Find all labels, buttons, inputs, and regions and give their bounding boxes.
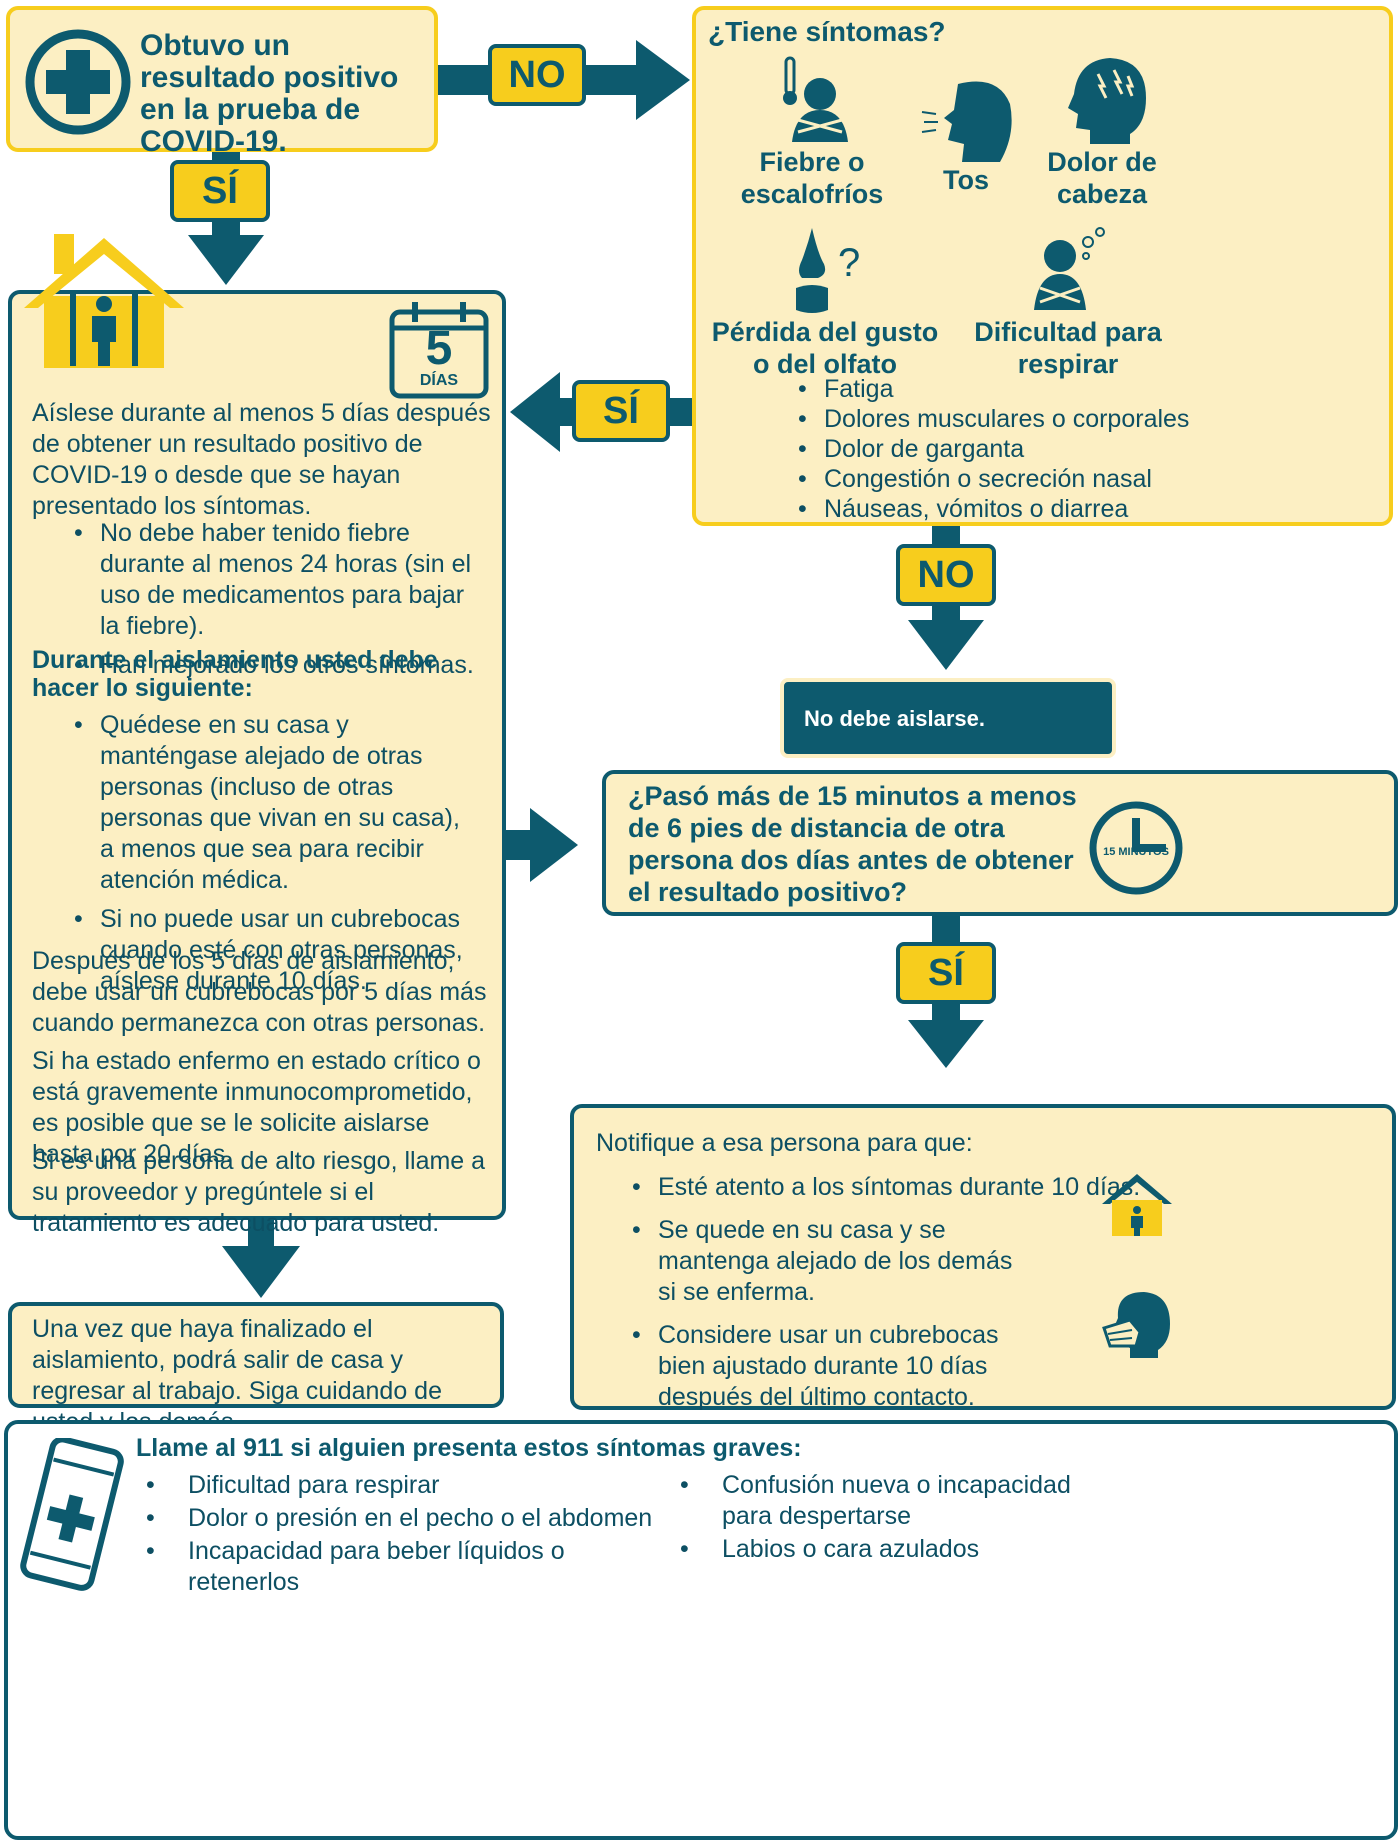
isolation-conditions: No debe haber tenido fiebre durante al m… <box>68 518 478 681</box>
list-item: Si no puede usar un cubrebocas cuando es… <box>68 904 478 997</box>
house-isolation-icon <box>24 234 184 368</box>
medical-cross-icon <box>25 29 131 135</box>
mask-icon <box>1102 1292 1170 1358</box>
breathing-icon <box>1034 227 1105 310</box>
emergency-title: Llame al 911 si alguien presenta estos s… <box>136 1434 802 1462</box>
label-no-top: NO <box>488 44 586 106</box>
end-box: Una vez que haya finalizado el aislamien… <box>8 1302 504 1436</box>
no-isolate-text: No debe aislarse. <box>804 706 985 731</box>
clock-icon <box>1089 801 1183 895</box>
calendar-icon <box>389 302 489 399</box>
clock-label: 15 MINUTOS <box>1103 846 1169 858</box>
list-item: •Confusión nueva o incapacidad para desp… <box>680 1471 1071 1530</box>
symptoms-list: Fatiga Dolores musculares o corporales D… <box>792 374 1392 524</box>
taste-smell-label: Pérdida del gusto o del olfato <box>711 317 939 379</box>
cough-label: Tos <box>943 165 989 195</box>
during-list: Quédese en su casa y manténgase alejado … <box>68 710 478 997</box>
list-item: •Dolor o presión en el pecho o el abdome… <box>146 1504 653 1532</box>
headache-label: Dolor de cabeza <box>1047 147 1157 209</box>
exposure-box: ¿Pasó más de 15 minutos a menos de 6 pie… <box>602 770 1398 916</box>
label-no-right: NO <box>896 544 996 606</box>
list-item: Han mejorado los otros síntomas. <box>68 650 478 681</box>
notify-list: Esté atento a los síntomas durante 10 dí… <box>626 1172 1140 1413</box>
list-item: Dolores musculares o corporales <box>792 404 1392 434</box>
svg-text:?: ? <box>838 241 860 285</box>
headache-icon <box>1068 58 1146 144</box>
no-isolate-box: No debe aislarse. <box>780 678 1116 758</box>
isolation-critical: Si ha estado enfermo en estado crítico o… <box>32 1047 481 1168</box>
during-title: Durante el aislamiento usted debe hacer … <box>32 646 438 702</box>
label-si-right: SÍ <box>896 942 996 1004</box>
calendar-unit: DÍAS <box>419 372 459 389</box>
exposure-question: ¿Pasó más de 15 minutos a menos de 6 pie… <box>628 781 1077 907</box>
notify-title: Notifique a esa persona para que: <box>596 1129 973 1157</box>
list-item: Fatiga <box>792 374 1392 404</box>
notify-box: Notifique a esa persona para que: Esté a… <box>570 1104 1396 1413</box>
house-icon <box>1102 1174 1172 1236</box>
list-item: Náuseas, vómitos o diarrea <box>792 494 1392 524</box>
symptoms-title: ¿Tiene síntomas? <box>708 16 946 47</box>
isolation-intro: Aíslese durante al menos 5 días después … <box>32 399 491 520</box>
list-item: •Incapacidad para beber líquidos o reten… <box>146 1537 565 1596</box>
cough-icon <box>921 81 1012 162</box>
list-item: Dolor de garganta <box>792 434 1392 464</box>
fever-icon <box>783 56 848 142</box>
list-item: •Dificultad para respirar <box>146 1471 440 1499</box>
phone-icon <box>20 1438 124 1591</box>
start-text: Obtuvo un resultado positivo en la prueb… <box>140 29 399 158</box>
list-item: Esté atento a los síntomas durante 10 dí… <box>626 1172 1140 1203</box>
list-item: No debe haber tenido fiebre durante al m… <box>68 518 478 642</box>
isolation-box: 5 DÍAS Aíslese durante al menos 5 días d… <box>8 290 506 1237</box>
isolation-risk: Si es una persona de alto riesgo, llame … <box>32 1147 486 1237</box>
list-item: Congestión o secreción nasal <box>792 464 1392 494</box>
symptoms-box: ¿Tiene síntomas? Fiebre o escalofríos To… <box>692 6 1393 526</box>
list-item: Quédese en su casa y manténgase alejado … <box>68 710 478 896</box>
isolation-after: Después de los 5 días de aislamiento, de… <box>32 947 487 1037</box>
start-box: Obtuvo un resultado positivo en la prueb… <box>6 6 438 158</box>
list-item: Considere usar un cubrebocas bien ajusta… <box>626 1320 1096 1413</box>
taste-smell-icon: ? <box>796 228 860 313</box>
fever-label: Fiebre o escalofríos <box>740 147 884 209</box>
emergency-left-list: •Dificultad para respirar •Dolor o presi… <box>146 1470 666 1598</box>
list-item: •Labios o cara azulados <box>680 1535 980 1563</box>
list-item: Se quede en su casa y se mantenga alejad… <box>626 1215 1096 1308</box>
emergency-box: Llame al 911 si alguien presenta estos s… <box>4 1420 1398 1840</box>
breathing-label: Dificultad para respirar <box>974 317 1162 379</box>
label-si-mid: SÍ <box>572 380 670 442</box>
label-si-top: SÍ <box>170 160 270 222</box>
calendar-number: 5 <box>425 322 453 375</box>
emergency-right-list: •Confusión nueva o incapacidad para desp… <box>680 1470 1110 1565</box>
